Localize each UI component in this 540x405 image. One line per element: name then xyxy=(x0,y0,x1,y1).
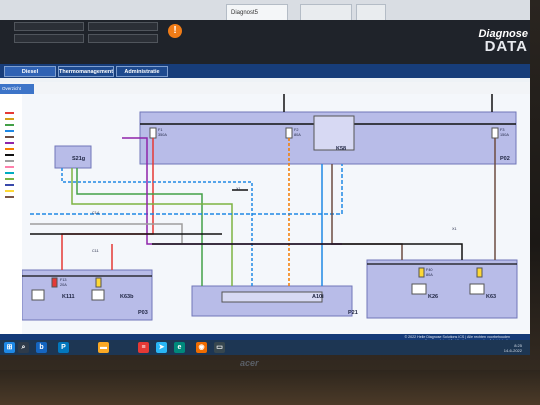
legend-color-swatch xyxy=(5,130,14,132)
legend-color-swatch xyxy=(5,160,14,162)
label-f2: F2 xyxy=(294,128,299,132)
label-c14: C14 xyxy=(92,211,99,215)
label-p02: P02 xyxy=(500,156,510,162)
legend-color-swatch xyxy=(5,166,14,168)
fuse-f41[interactable] xyxy=(476,267,483,278)
wire-lightgreen[interactable] xyxy=(71,168,233,286)
wire-grey[interactable] xyxy=(30,223,183,244)
label-f2-value: 80A xyxy=(294,133,301,137)
wire-blue-2[interactable] xyxy=(30,164,343,215)
label-f13-value: 20A xyxy=(60,283,67,287)
label-p21: P21 xyxy=(348,310,358,316)
brand-logo: Diagnose DATA xyxy=(478,28,528,55)
relay-k63b[interactable] xyxy=(91,289,105,301)
legend-color-swatch xyxy=(5,178,14,180)
windows-start-icon[interactable]: ⊞ xyxy=(4,342,15,353)
wiring-diagram: P02 K58 F1 350A F2 80A F3 150A S21g X1 X… xyxy=(21,94,530,334)
label-f1-value: 350A xyxy=(158,133,167,137)
label-f40-value: 80A xyxy=(426,273,433,277)
legend-color-swatch xyxy=(5,190,14,192)
legend-color-swatch xyxy=(5,196,14,198)
app-footer xyxy=(0,334,530,343)
legend-color-swatch xyxy=(5,118,14,120)
wire-green[interactable] xyxy=(76,168,203,286)
fuse-f40[interactable] xyxy=(418,267,425,278)
fuse-k63b[interactable] xyxy=(95,277,102,288)
wiring-diagram-svg xyxy=(21,94,518,321)
system-tray-clock[interactable]: 8:25 14-6-2022 xyxy=(504,343,522,353)
legend-color-swatch xyxy=(5,148,14,150)
screen: Diagnost5 ! Diagnose DATA Diesel Thermom… xyxy=(0,0,530,355)
label-k63: K63 xyxy=(486,294,497,300)
label-k63b: K63b xyxy=(120,294,134,300)
legend-color-swatch xyxy=(5,172,14,174)
label-f1: F1 xyxy=(158,128,163,132)
label-f3-value: 150A xyxy=(500,133,509,137)
fuse-f1[interactable] xyxy=(149,127,157,139)
legend-color-swatch xyxy=(5,154,14,156)
tab-diesel[interactable]: Diesel xyxy=(4,66,56,77)
relay-k63[interactable] xyxy=(469,283,485,295)
browser-tab-2[interactable] xyxy=(300,4,352,20)
label-s21g: S21g xyxy=(72,156,86,162)
relay-k111[interactable] xyxy=(31,289,45,301)
firefox-icon[interactable]: ◉ xyxy=(196,342,207,353)
tray-time: 8:25 xyxy=(514,343,522,348)
field-1[interactable] xyxy=(14,22,84,31)
warning-icon[interactable]: ! xyxy=(168,24,182,38)
label-f13: F13 xyxy=(60,278,67,282)
flag-icon[interactable]: ≡ xyxy=(138,342,149,353)
file-explorer-icon[interactable]: ▬ xyxy=(98,342,109,353)
terminal-icon[interactable]: ▭ xyxy=(214,342,225,353)
wire-blue-dash[interactable] xyxy=(61,168,253,286)
app-b-icon[interactable]: b xyxy=(36,342,47,353)
tab-administratie[interactable]: Administratie xyxy=(116,66,168,77)
tray-date: 14-6-2022 xyxy=(503,348,522,353)
browser-tab-title: Diagnost5 xyxy=(231,10,259,16)
browser-tab[interactable]: Diagnost5 xyxy=(226,4,288,20)
label-x1-b: X1 xyxy=(452,227,457,231)
app-p-icon[interactable]: P xyxy=(58,342,69,353)
label-k26: K26 xyxy=(428,294,439,300)
field-2[interactable] xyxy=(88,22,158,31)
legend-color-swatch xyxy=(5,112,14,114)
sub-tab-overzicht[interactable]: Overzicht xyxy=(0,84,34,94)
component-k26-k63[interactable] xyxy=(366,259,518,319)
desk-surface xyxy=(0,370,540,405)
label-k58: K58 xyxy=(336,146,347,152)
label-p03: P03 xyxy=(138,310,148,316)
monitor-brand-logo: acer xyxy=(240,358,259,368)
label-k111: K111 xyxy=(62,294,75,300)
edge-icon[interactable]: e xyxy=(174,342,185,353)
browser-tab-3[interactable] xyxy=(356,4,386,20)
search-icon[interactable]: ⌕ xyxy=(18,342,29,353)
telegram-icon[interactable]: ➤ xyxy=(156,342,167,353)
label-f3: F3 xyxy=(500,128,505,132)
legend-color-swatch xyxy=(5,184,14,186)
field-4[interactable] xyxy=(88,34,158,43)
wire-black-2[interactable] xyxy=(152,243,463,260)
relay-k26[interactable] xyxy=(411,283,427,295)
legend-color-swatch xyxy=(5,142,14,144)
label-f40: F40 xyxy=(426,268,433,272)
legend-color-swatch xyxy=(5,124,14,126)
label-c11: C11 xyxy=(92,249,99,253)
fuse-f13[interactable] xyxy=(51,277,58,288)
field-3[interactable] xyxy=(14,34,84,43)
legend-color-swatch xyxy=(5,136,14,138)
label-a10i: A10i xyxy=(312,294,324,300)
label-x1-a: X1 xyxy=(236,187,241,191)
fuse-f2[interactable] xyxy=(285,127,293,139)
relay-k58[interactable] xyxy=(313,115,355,151)
fuse-f3[interactable] xyxy=(491,127,499,139)
component-s21g[interactable] xyxy=(54,145,92,169)
footer-copyright: © 2022 Helle Diagnose Solutions ICS | Al… xyxy=(404,335,510,339)
tab-thermomanagement[interactable]: Thermomanagement xyxy=(58,66,114,77)
module-a10i[interactable] xyxy=(221,291,323,303)
windows-taskbar xyxy=(0,340,530,355)
